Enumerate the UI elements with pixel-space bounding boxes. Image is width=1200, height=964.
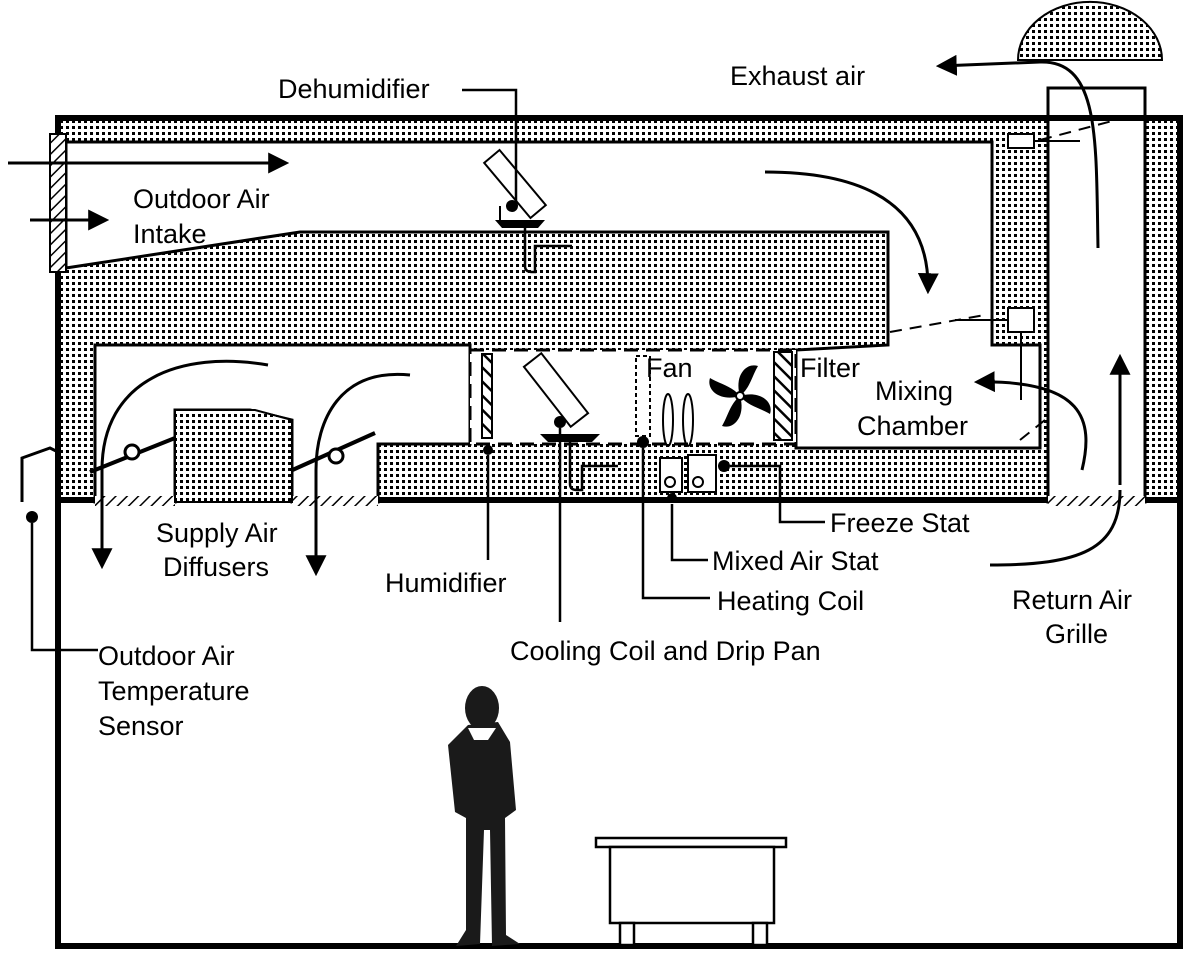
filter-label: Filter: [800, 353, 860, 383]
duct-flow-arrows: [764, 170, 1131, 567]
leader-lines: [462, 88, 825, 622]
labels: Dehumidifier Exhaust air Outdoor Air Int…: [98, 61, 1132, 741]
outdoor-air-intake-label-2: Intake: [133, 219, 207, 249]
person-silhouette: [448, 686, 520, 946]
ceiling-openings: [95, 496, 1145, 506]
humidifier-icon: [481, 353, 493, 455]
supply-air-diffusers-label-2: Diffusers: [163, 552, 269, 582]
exhaust-air-label: Exhaust air: [730, 61, 865, 91]
outdoor-sensor-label-1: Outdoor Air: [98, 641, 235, 671]
cooling-coil-icon: [522, 351, 618, 492]
mixing-chamber-label-1: Mixing: [875, 376, 953, 406]
stat-boxes: [659, 454, 730, 503]
supply-dampers: [89, 409, 376, 503]
outdoor-air-louver: [49, 133, 67, 273]
mixed-air-stat-label: Mixed Air Stat: [712, 546, 879, 576]
intake-arrows: [8, 152, 290, 231]
heating-coil-label: Heating Coil: [717, 586, 864, 616]
exhaust-damper: [955, 133, 1080, 441]
roof-vent-icon: [1016, 0, 1164, 61]
outdoor-air-intake-label-1: Outdoor Air: [133, 184, 270, 214]
outdoor-sensor-label-2: Temperature: [98, 676, 250, 706]
mixing-chamber-label-2: Chamber: [857, 411, 968, 441]
humidifier-label: Humidifier: [385, 568, 507, 598]
table-icon: [594, 836, 788, 947]
dehumidifier-label: Dehumidifier: [278, 74, 430, 104]
fan-label: Fan: [646, 353, 693, 383]
exhaust-arrows: [889, 54, 1136, 333]
filter-icon: [773, 351, 793, 441]
heating-coil-icon: [635, 355, 694, 448]
fan-icon: [709, 365, 771, 427]
outdoor-sensor-label-3: Sensor: [98, 711, 184, 741]
supply-air-diffusers-label-1: Supply Air: [156, 518, 278, 548]
freeze-stat-label: Freeze Stat: [830, 508, 970, 538]
supply-flow-arrows: [91, 359, 411, 577]
outdoor-sensor-icon: [20, 446, 98, 652]
return-air-grille-label-2: Grille: [1045, 619, 1108, 649]
return-air-grille-label-1: Return Air: [1012, 585, 1132, 615]
cooling-coil-label: Cooling Coil and Drip Pan: [510, 636, 821, 666]
